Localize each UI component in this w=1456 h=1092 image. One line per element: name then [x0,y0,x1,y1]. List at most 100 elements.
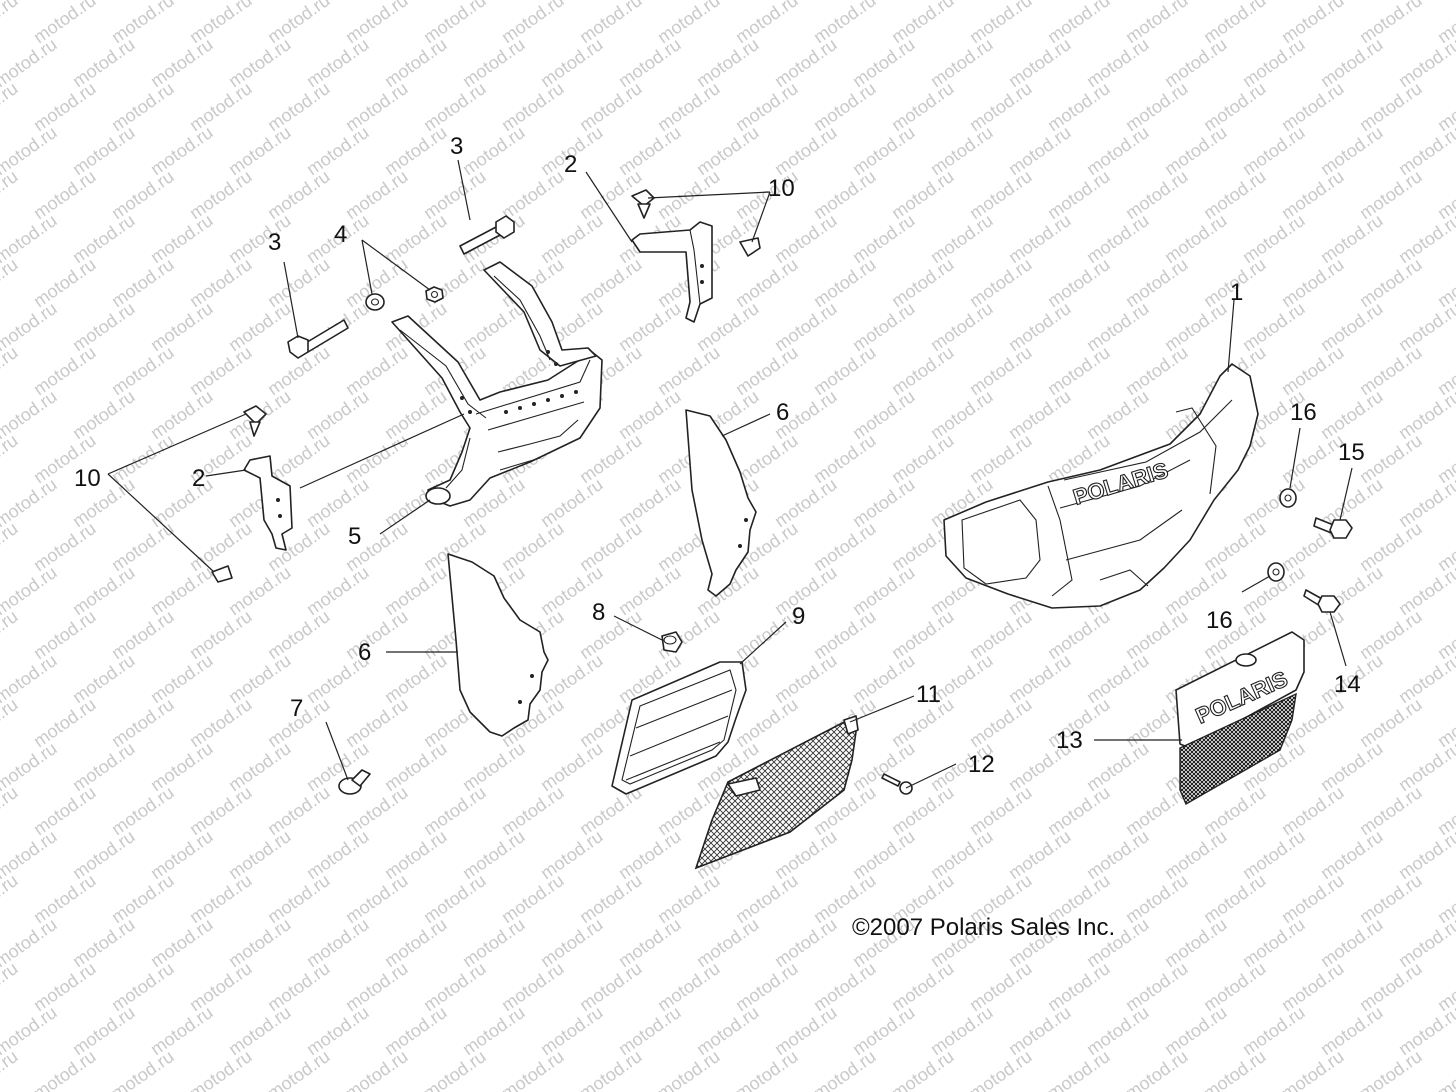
watermark-text: motod.ru [1356,870,1426,927]
watermark-text: motod.ru [693,298,763,355]
watermark-text: motod.ru [303,562,373,619]
watermark-text: motod.ru [693,34,763,91]
watermark-text: motod.ru [225,298,295,355]
watermark-text: motod.ru [1083,826,1153,883]
watermark-text: motod.ru [459,826,529,883]
watermark-text: motod.ru [1083,386,1153,443]
watermark-text: motod.ru [1200,1046,1270,1092]
watermark-text: motod.ru [108,782,178,839]
callout-11: 11 [916,681,941,708]
watermark-text: motod.ru [186,78,256,135]
callout-5: 5 [348,523,361,550]
watermark-text: motod.ru [147,562,217,619]
watermark-text: motod.ru [1239,210,1309,267]
watermark-text: motod.ru [1356,430,1426,487]
watermark-text: motod.ru [537,474,607,531]
callout-3-upper: 3 [450,133,463,160]
watermark-text: motod.ru [537,914,607,971]
watermark-text: motod.ru [1200,78,1270,135]
watermark-text: motod.ru [1005,1002,1075,1059]
watermark-text: motod.ru [420,78,490,135]
watermark-text: motod.ru [69,914,139,971]
watermark-text: motod.ru [498,518,568,575]
watermark-text: motod.ru [1317,122,1387,179]
watermark-text: motod.ru [342,606,412,663]
watermark-text: motod.ru [1395,122,1456,179]
watermark-text: motod.ru [1005,210,1075,267]
watermark-text: motod.ru [264,254,334,311]
watermark-text: motod.ru [1044,166,1114,223]
watermark-text: motod.ru [108,78,178,135]
watermark-text: motod.ru [810,1046,880,1092]
watermark-text: motod.ru [0,78,21,135]
part-3-bolt-left [287,319,349,359]
watermark-text: motod.ru [1161,298,1231,355]
watermark-text: motod.ru [108,518,178,575]
watermark-text: motod.ru [654,870,724,927]
watermark-text: motod.ru [420,166,490,223]
watermark-text: motod.ru [888,430,958,487]
watermark-text: motod.ru [810,166,880,223]
callout-9: 9 [792,603,805,630]
watermark-text: motod.ru [30,782,100,839]
watermark-text: motod.ru [1200,518,1270,575]
watermark-text: motod.ru [264,606,334,663]
watermark-text: motod.ru [615,386,685,443]
watermark-text: motod.ru [186,694,256,751]
watermark-text: motod.ru [1122,606,1192,663]
watermark-text: motod.ru [1278,1046,1348,1092]
watermark-text: motod.ru [732,342,802,399]
watermark-text: motod.ru [225,122,295,179]
watermark-text: motod.ru [1044,254,1114,311]
watermark-text: motod.ru [381,386,451,443]
watermark-text: motod.ru [849,34,919,91]
callout-6-right: 6 [776,399,789,426]
watermark-text: motod.ru [381,826,451,883]
watermark-text: motod.ru [1317,210,1387,267]
watermark-text: motod.ru [225,826,295,883]
watermark-text: motod.ru [732,870,802,927]
watermark-text: motod.ru [771,562,841,619]
part-11-mesh-screen [694,715,859,870]
watermark-text: motod.ru [1083,738,1153,795]
part-10-clip-upper [631,189,761,257]
watermark-text: motod.ru [459,1002,529,1059]
watermark-text: motod.ru [927,386,997,443]
part-7-fastener [338,769,371,795]
part-1-front-fascia: POLARIS [943,363,1259,609]
watermark-text: motod.ru [1395,474,1456,531]
watermark-text: motod.ru [1395,562,1456,619]
watermark-text: motod.ru [147,386,217,443]
watermark-text: motod.ru [966,694,1036,751]
watermark-text: motod.ru [69,210,139,267]
watermark-text: motod.ru [771,474,841,531]
watermark-text: motod.ru [927,298,997,355]
watermark-text: motod.ru [381,738,451,795]
watermark-text: motod.ru [342,958,412,1015]
watermark-text: motod.ru [459,914,529,971]
watermark-text: motod.ru [69,1002,139,1059]
watermark-text: motod.ru [303,826,373,883]
watermark-text: motod.ru [1122,78,1192,135]
part-4-nut-washer [365,286,444,311]
watermark-text: motod.ru [186,518,256,575]
watermark-text: motod.ru [810,518,880,575]
watermark-text: motod.ru [1005,122,1075,179]
watermark-text: motod.ru [1122,870,1192,927]
watermark-text: motod.ru [1317,914,1387,971]
watermark-text: motod.ru [0,0,21,47]
watermark-text: motod.ru [1395,650,1456,707]
watermark-text: motod.ru [927,122,997,179]
watermark-text: motod.ru [966,166,1036,223]
watermark-text: motod.ru [537,1002,607,1059]
watermark-text: motod.ru [147,738,217,795]
watermark-text: motod.ru [186,958,256,1015]
callout-13: 13 [1056,727,1083,754]
watermark-text: motod.ru [186,166,256,223]
watermark-text: motod.ru [1083,210,1153,267]
watermark-text: motod.ru [888,166,958,223]
watermark-text: motod.ru [108,958,178,1015]
watermark-text: motod.ru [108,1046,178,1092]
watermark-text: motod.ru [771,650,841,707]
watermark-text: motod.ru [0,430,21,487]
